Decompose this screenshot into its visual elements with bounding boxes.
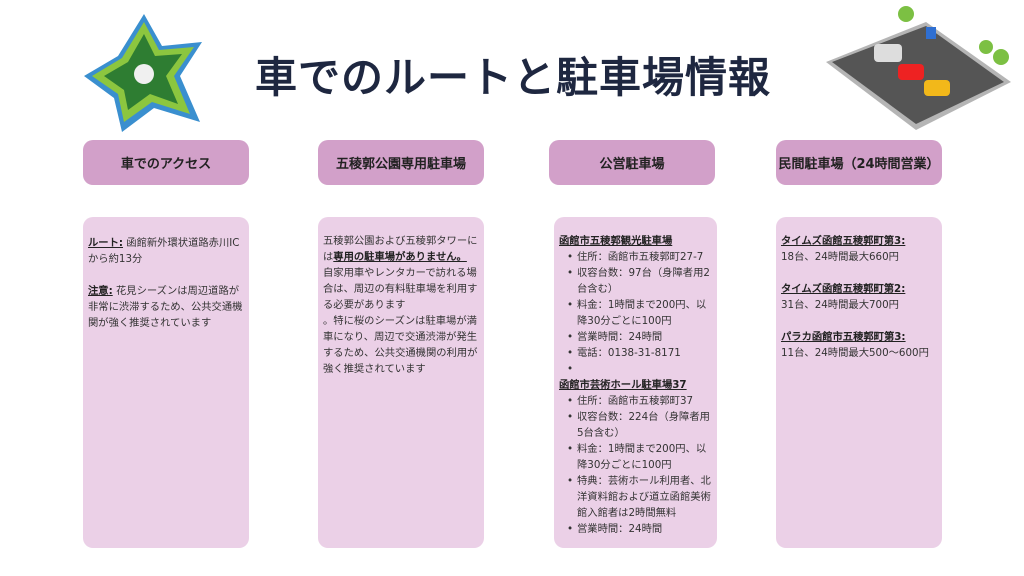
header-private-parking: 民間駐車場（24時間営業） — [776, 140, 942, 185]
car-access-card: ルート: 函館新外環状道路赤川ICから約13分 注意: 花見シーズンは周辺道路が… — [83, 217, 249, 548]
route-label: ルート: — [88, 237, 124, 249]
private-parking-info: 31台、24時間最大700円 — [781, 299, 899, 311]
header-public-parking: 公営駐車場 — [549, 140, 715, 185]
list-item: 電話：0138-31-8171 — [567, 345, 712, 361]
note-label: 注意: — [88, 285, 113, 297]
private-parking-name: パラカ函館市五稜郭町第3: — [781, 331, 906, 343]
parking-lot-icon — [826, 6, 1011, 130]
header-car-access: 車でのアクセス — [83, 140, 249, 185]
park-parking-card: 五稜郭公園および五稜郭タワーには専用の駐車場がありません。 自家用車やレンタカー… — [318, 217, 484, 548]
public-parking-card: 函館市五稜郭観光駐車場 住所：函館市五稜郭町27-7収容台数：97台（身障者用2… — [554, 217, 717, 548]
park-text-1: 五稜郭公園および五稜郭タワーには — [323, 235, 478, 263]
list-item: 料金：1時間まで200円、以降30分ごとに100円 — [567, 297, 712, 329]
note-text: 花見シーズンは周辺道路が非常に渋滞するため、公共交通機関が強く推奨されています — [88, 285, 243, 329]
private-parking-card: タイムズ函館五稜郭町第3: 18台、24時間最大660円タイムズ函館五稜郭町第2:… — [776, 217, 942, 548]
list-item: 住所：函館市五稜郭町37 — [567, 393, 712, 409]
goryokaku-fort-icon — [84, 14, 202, 132]
park-text-3: 。特に桜のシーズンは駐車場が満車になり、周辺で交通渋滞が発生するため、公共交通機… — [323, 315, 478, 375]
list-item: 営業時間：24時間 — [567, 521, 712, 537]
public-parking-2-name: 函館市芸術ホール駐車場37 — [559, 379, 687, 391]
list-item: 営業時間：24時間 — [567, 329, 712, 345]
list-item: 特典：芸術ホール利用者、北洋資料館および道立函館美術館入館者は2時間無料 — [567, 473, 712, 521]
park-text-emphasis: 専用の駐車場がありません。 — [333, 251, 467, 263]
list-item: 収容台数：97台（身障者用2台含む） — [567, 265, 712, 297]
private-parking-name: タイムズ函館五稜郭町第2: — [781, 283, 906, 295]
list-item: 住所：函館市五稜郭町27-7 — [567, 249, 712, 265]
private-parking-info: 11台、24時間最大500〜600円 — [781, 347, 929, 359]
private-parking-name: タイムズ函館五稜郭町第3: — [781, 235, 906, 247]
list-item: 料金：1時間まで200円、以降30分ごとに100円 — [567, 441, 712, 473]
route-text: 函館新外環状道路赤川ICから約13分 — [88, 237, 240, 265]
list-item — [567, 361, 712, 377]
header-park-parking: 五稜郭公園専用駐車場 — [318, 140, 484, 185]
park-text-2: 自家用車やレンタカーで訪れる場合は、周辺の有料駐車場を利用する必要があります — [323, 267, 478, 311]
private-parking-info: 18台、24時間最大660円 — [781, 251, 899, 263]
page-title: 車でのルートと駐車場情報 — [255, 53, 772, 102]
list-item: 収容台数：224台（身障者用5台含む） — [567, 409, 712, 441]
public-parking-1-name: 函館市五稜郭観光駐車場 — [559, 235, 673, 247]
